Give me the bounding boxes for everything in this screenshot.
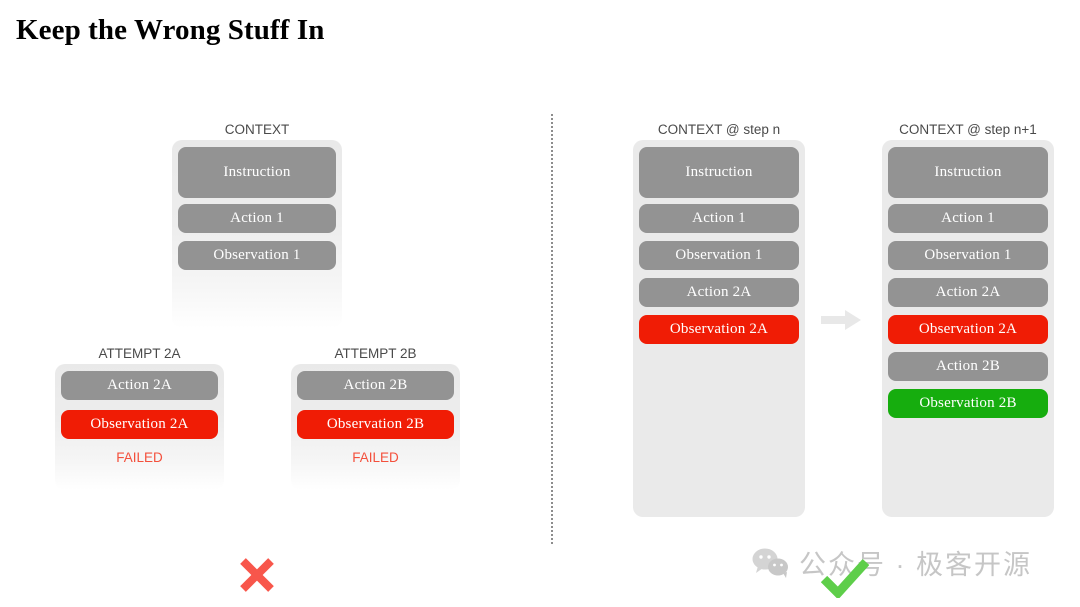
step-n1-block-observation-1[interactable]: Observation 1 [888, 241, 1048, 270]
watermark-text: 公众号 · 极客开源 [799, 550, 1032, 580]
step-n1-block-instruction[interactable]: Instruction [888, 147, 1048, 198]
attempt-2a-block-observation[interactable]: Observation 2A [61, 410, 218, 439]
step-n1-panel: Instruction Action 1 Observation 1 Actio… [882, 140, 1054, 517]
watermark: 公众号 · 极客开源 [752, 543, 1032, 582]
step-n1-block-action-2a[interactable]: Action 2A [888, 278, 1048, 307]
step-n1-block-observation-2b[interactable]: Observation 2B [888, 389, 1048, 418]
check-mark-icon [821, 558, 869, 598]
left-context-panel: Instruction Action 1 Observation 1 [172, 140, 342, 328]
vertical-divider [551, 114, 553, 544]
step-n1-block-action-2b[interactable]: Action 2B [888, 352, 1048, 381]
left-context-caption: CONTEXT [224, 122, 290, 137]
attempt-2a-caption: ATTEMPT 2A [98, 346, 181, 361]
attempt-2b-status: FAILED [352, 450, 399, 465]
step-n-block-action-1[interactable]: Action 1 [639, 204, 799, 233]
step-n1-block-action-1[interactable]: Action 1 [888, 204, 1048, 233]
page-title: Keep the Wrong Stuff In [16, 14, 325, 46]
step-n-block-instruction[interactable]: Instruction [639, 147, 799, 198]
context-block-instruction[interactable]: Instruction [178, 147, 336, 198]
attempt-2b-block-observation[interactable]: Observation 2B [297, 410, 454, 439]
step-n-caption: CONTEXT @ step n [657, 122, 781, 137]
step-n1-block-observation-2a[interactable]: Observation 2A [888, 315, 1048, 344]
attempt-2a-block-action[interactable]: Action 2A [61, 371, 218, 400]
step-n-block-action-2a[interactable]: Action 2A [639, 278, 799, 307]
step-n-block-observation-1[interactable]: Observation 1 [639, 241, 799, 270]
attempt-2b-block-action[interactable]: Action 2B [297, 371, 454, 400]
context-block-action-1[interactable]: Action 1 [178, 204, 336, 233]
step-n1-caption: CONTEXT @ step n+1 [899, 122, 1037, 137]
context-block-observation-1[interactable]: Observation 1 [178, 241, 336, 270]
right-arrow-icon [821, 310, 861, 330]
step-n-block-observation-2a[interactable]: Observation 2A [639, 315, 799, 344]
attempt-2a-panel: Action 2A Observation 2A FAILED [55, 364, 224, 490]
attempt-2b-panel: Action 2B Observation 2B FAILED [291, 364, 460, 490]
cross-mark-icon [240, 558, 274, 592]
step-n-panel: Instruction Action 1 Observation 1 Actio… [633, 140, 805, 517]
attempt-2a-status: FAILED [116, 450, 163, 465]
wechat-icon [752, 548, 788, 578]
attempt-2b-caption: ATTEMPT 2B [334, 346, 417, 361]
